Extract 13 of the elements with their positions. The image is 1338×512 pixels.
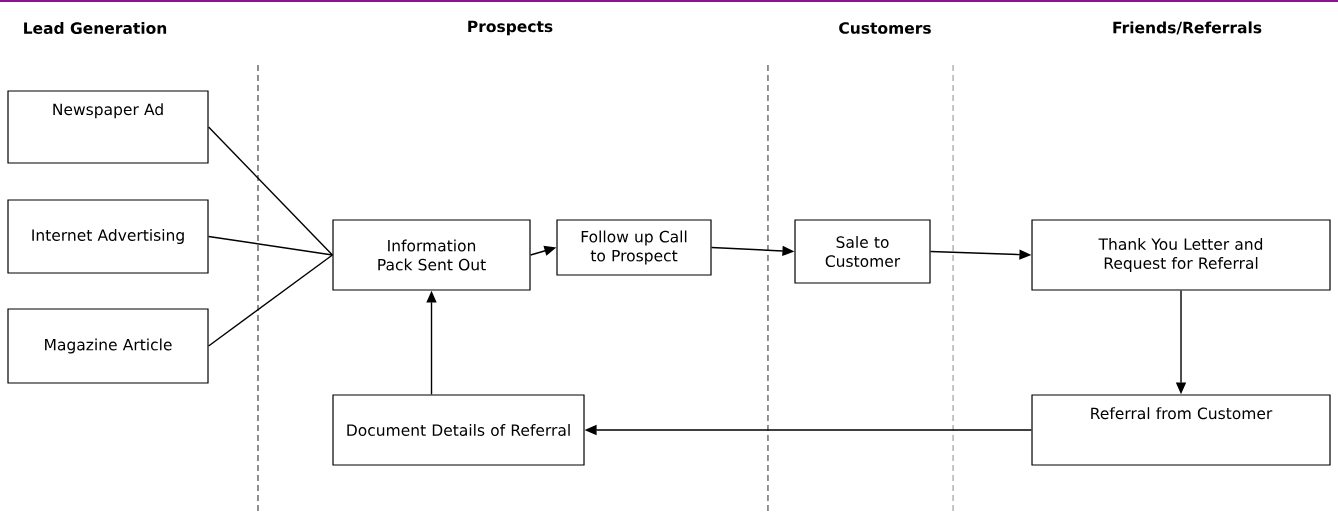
process-box: Sale to Customer: [794, 219, 931, 284]
column-heading: Lead Generation: [24, 22, 167, 34]
column-heading: Friends/Referrals: [1113, 21, 1262, 35]
process-box: Newspaper Ad: [7, 90, 209, 164]
process-box: Thank You Letter and Request for Referral: [1031, 219, 1331, 291]
column-heading: Prospects: [468, 20, 553, 36]
process-box: Magazine Article: [7, 308, 209, 384]
column-heading: Customers: [839, 22, 931, 34]
process-box: Document Details of Referral: [332, 394, 585, 466]
process-box: Internet Advertising: [7, 199, 209, 274]
process-box: Follow up Call to Prospect: [556, 219, 712, 276]
process-box: Referral from Customer: [1031, 394, 1331, 466]
process-box: Information Pack Sent Out: [332, 219, 531, 291]
